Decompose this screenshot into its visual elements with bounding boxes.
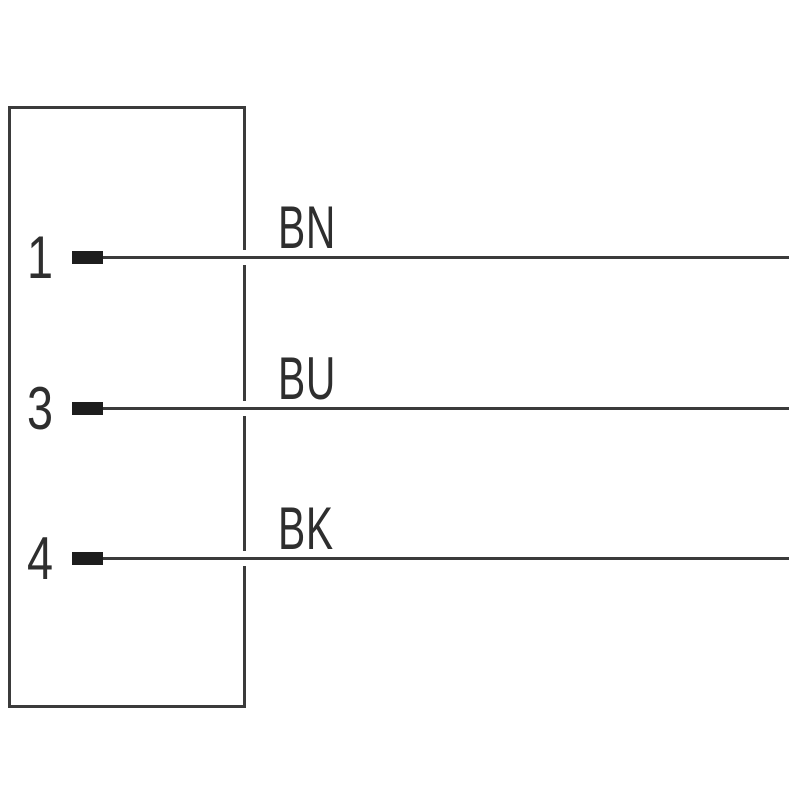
pin-contact bbox=[72, 552, 103, 565]
pin-number: 3 bbox=[27, 375, 54, 442]
wire-color-label: BK bbox=[278, 495, 334, 562]
wire-color-label: BN bbox=[278, 194, 337, 261]
wire-line bbox=[103, 256, 789, 259]
wire-color-label: BU bbox=[278, 345, 337, 412]
pin-number: 4 bbox=[27, 525, 54, 592]
pin-contact bbox=[72, 251, 103, 264]
pin-contact bbox=[72, 402, 103, 415]
pin-number: 1 bbox=[27, 224, 54, 291]
wire-line bbox=[103, 407, 789, 410]
wire-line bbox=[103, 557, 789, 560]
